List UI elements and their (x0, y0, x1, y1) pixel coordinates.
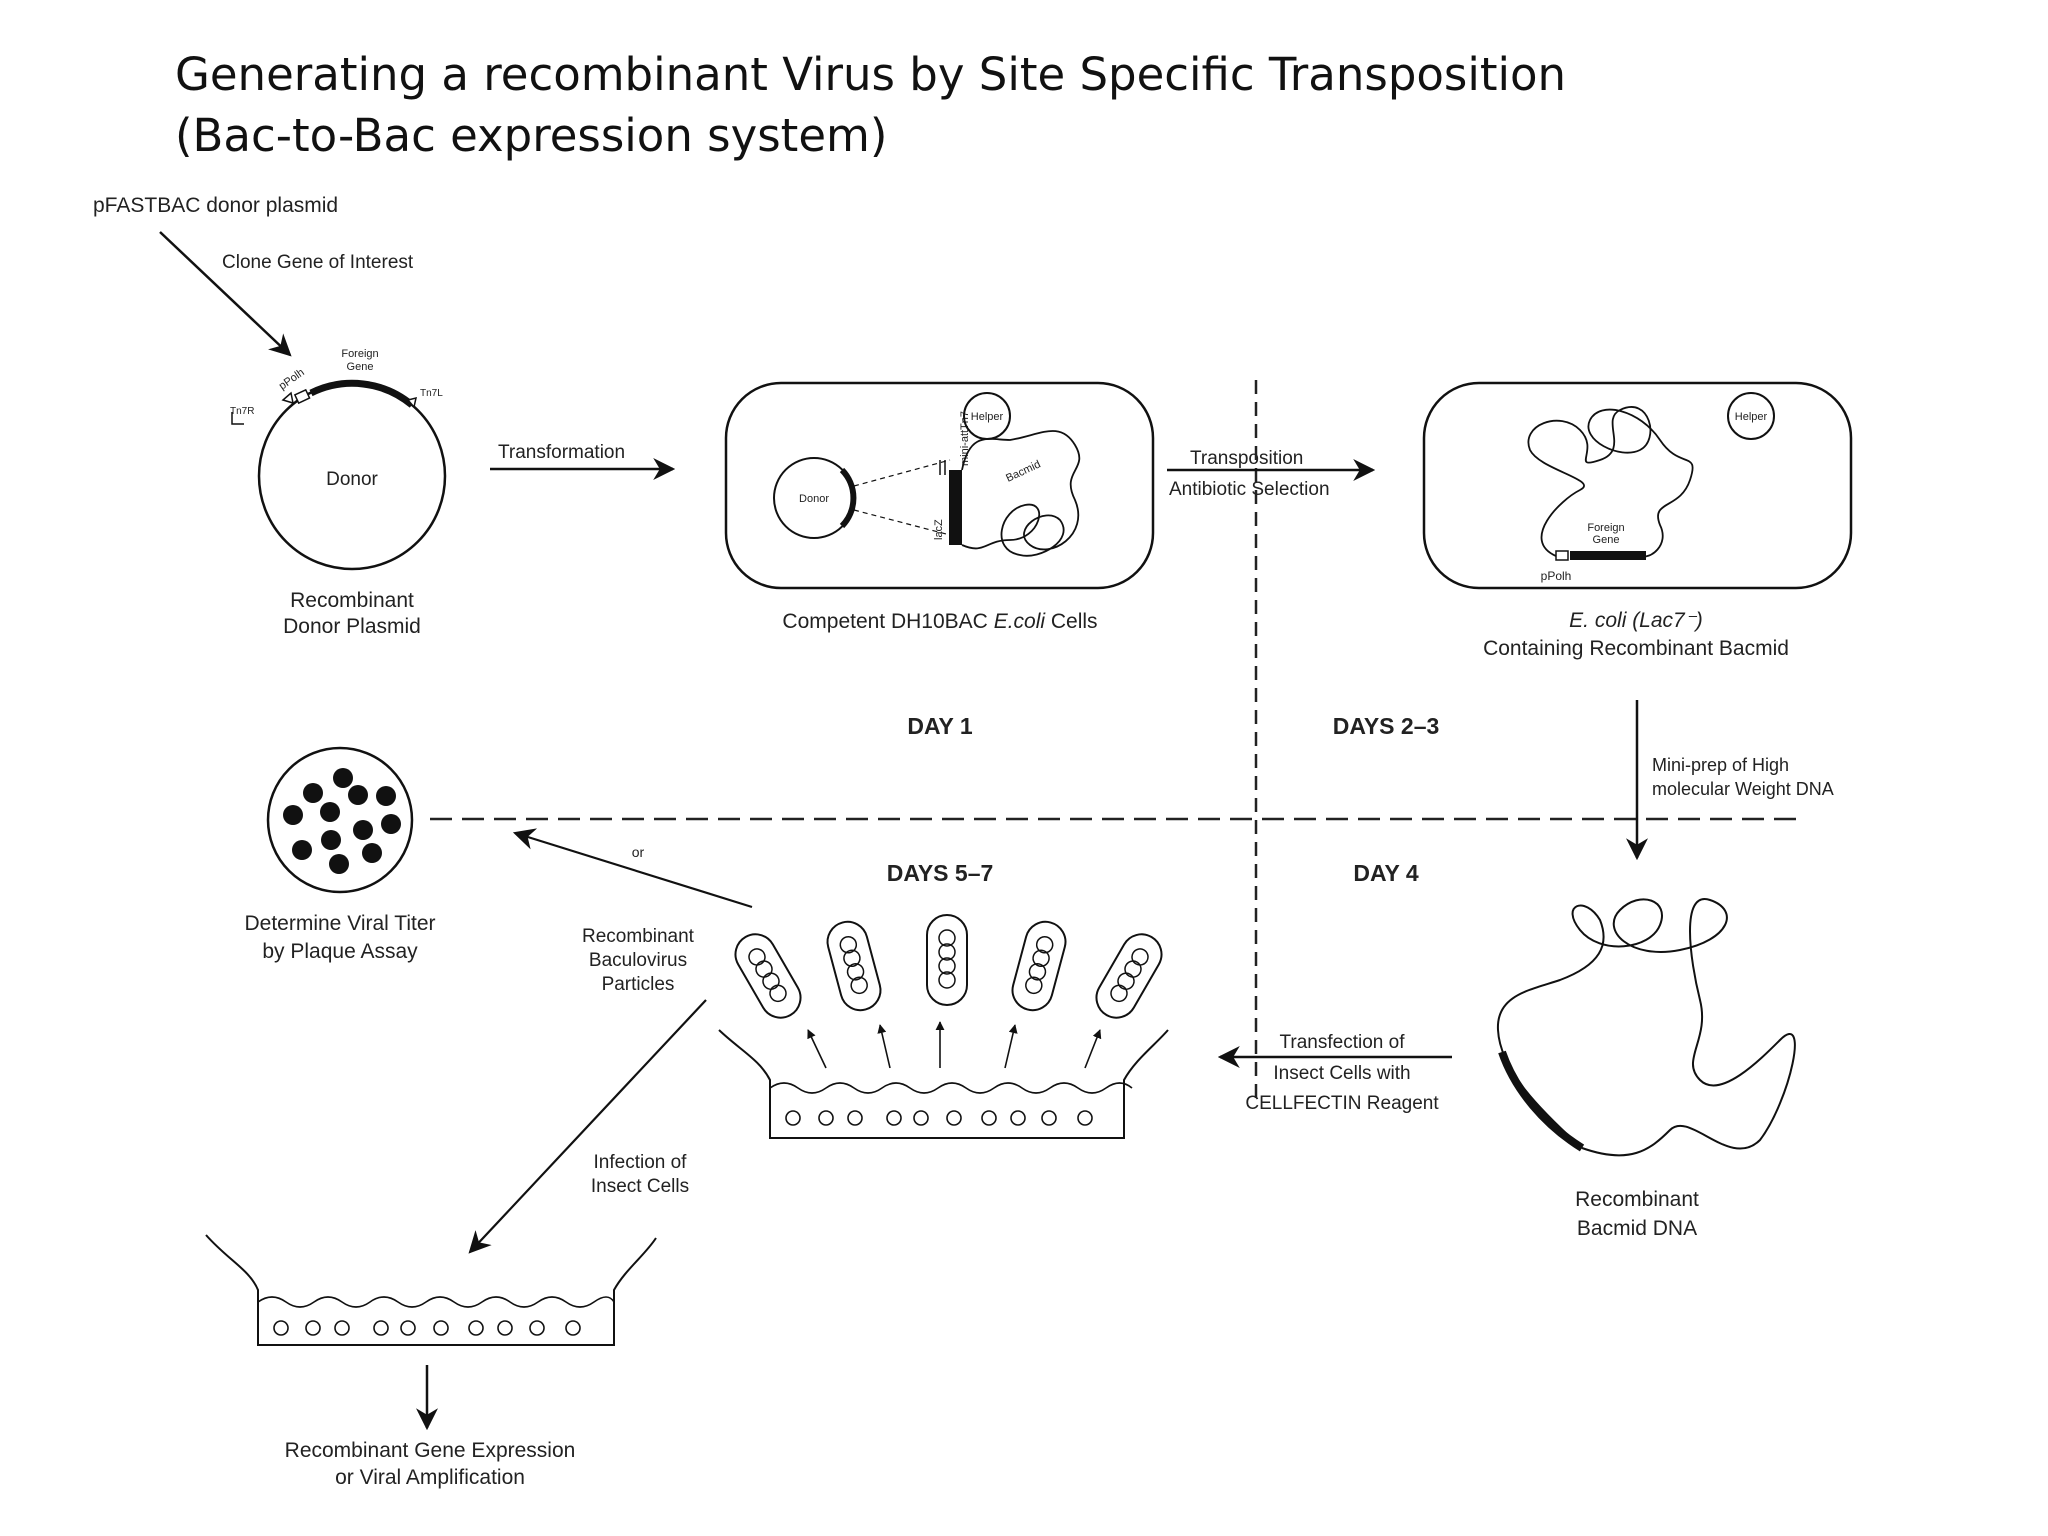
lacz-label: lacZ (933, 519, 945, 540)
ecoli-label-1: E. coli (Lac7⁻) (1569, 609, 1703, 632)
ecoli-foreign-gene-label-2: Gene (1593, 534, 1620, 546)
recombinant-donor-label-2: Donor Plasmid (283, 615, 421, 638)
insect-cell-culture (718, 1021, 1169, 1139)
foreign-gene-label-2: Gene (347, 361, 374, 373)
days57-label: DAYS 5–7 (887, 860, 994, 886)
clone-gene-label: Clone Gene of Interest (222, 252, 414, 273)
donor-plasmid-label: pFASTBAC donor plasmid (93, 194, 338, 217)
day4-label: DAY 4 (1353, 860, 1418, 886)
baculo-label-2: Baculovirus (589, 950, 687, 971)
infection-arrow (468, 999, 707, 1254)
transfection-label-3: CELLFECTIN Reagent (1245, 1093, 1439, 1114)
or-label: or (632, 844, 645, 860)
ppolh-label: pPolh (277, 366, 307, 392)
viral-titer-label-2: by Plaque Assay (262, 940, 418, 963)
ecoli-helper-label: Helper (1735, 411, 1768, 423)
transfection-label-2: Insect Cells with (1273, 1063, 1410, 1084)
expression-label-1: Recombinant Gene Expression (285, 1439, 576, 1462)
infected-cell-culture (205, 1234, 657, 1346)
recombinant-donor-label-1: Recombinant (290, 589, 414, 612)
antibiotic-selection-label: Antibiotic Selection (1169, 479, 1330, 500)
page-title: Generating a recombinant Virus by Site S… (175, 44, 1566, 166)
baculovirus-particles (734, 914, 1163, 1019)
tn7r-label: Tn7R (230, 406, 254, 417)
recombinant-bacmid-label-2: Bacmid DNA (1577, 1217, 1697, 1240)
transposition-label: Transposition (1190, 448, 1303, 469)
competent-cells-label: Competent DH10BAC E.coli Cells (782, 610, 1097, 633)
ecoli-foreign-gene-label-1: Foreign (1587, 522, 1624, 534)
baculo-label-3: Particles (602, 974, 675, 995)
recombinant-bacmid-dna (1496, 898, 1796, 1157)
recombinant-ecoli-cell: Helper Foreign Gene pPolh (1422, 381, 1853, 590)
donor-label: Donor (326, 469, 378, 490)
viral-titer-label-1: Determine Viral Titer (244, 912, 435, 935)
competent-cells-text-2: E.coli (994, 610, 1047, 633)
baculo-label-1: Recombinant (582, 926, 695, 947)
ecoli-ppolh-label: pPolh (1541, 569, 1572, 583)
competent-cells-text-3: Cells (1045, 610, 1098, 633)
title-line-2: (Bac-to-Bac expression system) (175, 109, 888, 162)
transformation-label: Transformation (498, 442, 625, 463)
recombinant-donor-plasmid: Donor Foreign Gene pPolh Tn7R Tn7L (230, 348, 447, 571)
plaque-arrow (512, 828, 753, 909)
ecoli-label-2: Containing Recombinant Bacmid (1483, 637, 1789, 660)
transfection-label-1: Transfection of (1280, 1032, 1406, 1053)
recombinant-bacmid-label-1: Recombinant (1575, 1188, 1699, 1211)
infection-label-2: Insect Cells (591, 1176, 689, 1197)
expression-label-2: or Viral Amplification (335, 1466, 525, 1489)
title-line-1: Generating a recombinant Virus by Site S… (175, 48, 1567, 101)
cell-donor-label: Donor (799, 493, 829, 505)
foreign-gene-label-1: Foreign (341, 348, 378, 360)
competent-cells-text-1: Competent DH10BAC (782, 610, 993, 633)
day1-label: DAY 1 (907, 713, 972, 739)
tn7l-label: Tn7L (420, 388, 443, 399)
plaque-assay-dish (266, 746, 414, 894)
infection-label-1: Infection of (594, 1152, 688, 1173)
miniprep-label-1: Mini-prep of High (1652, 755, 1789, 775)
competent-cell: Donor mini-attTn7 lacZ Helper Bacmid (724, 381, 1155, 590)
cell-helper-label: Helper (971, 411, 1004, 423)
days23-label: DAYS 2–3 (1333, 713, 1440, 739)
clone-arrow (159, 231, 292, 357)
miniprep-label-2: molecular Weight DNA (1652, 779, 1834, 799)
bacmid-label: Bacmid (1004, 458, 1042, 484)
